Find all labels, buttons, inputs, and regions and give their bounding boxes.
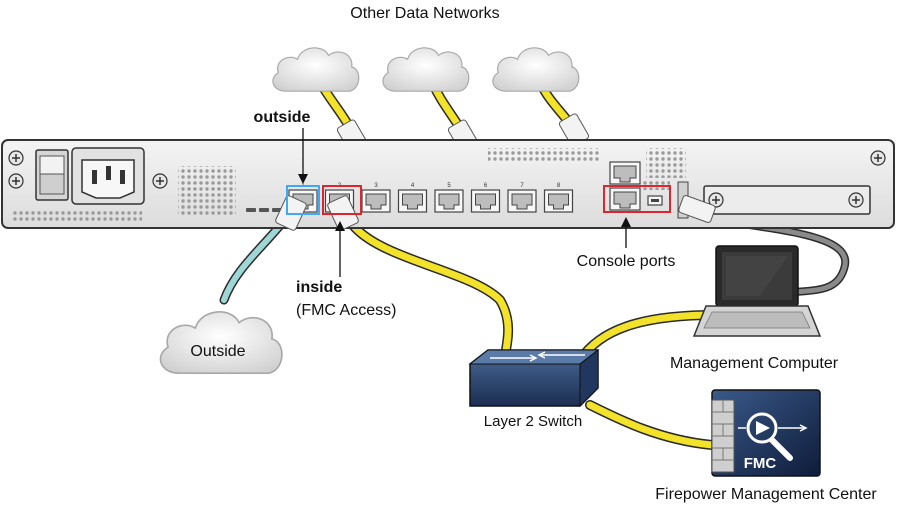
other-network-cloud-1 bbox=[272, 47, 360, 92]
inside-arrow-icon bbox=[335, 221, 345, 277]
management-computer-label: Management Computer bbox=[670, 355, 839, 372]
console-rj45-port[interactable] bbox=[609, 187, 641, 211]
port-number-label: 4 bbox=[411, 183, 415, 189]
inside-cable bbox=[347, 219, 514, 360]
console-arrow-icon bbox=[621, 217, 631, 248]
outside-arrow-icon bbox=[298, 128, 308, 184]
port-number-label: 5 bbox=[447, 183, 451, 189]
ethernet-port-4[interactable]: 4 bbox=[397, 183, 428, 213]
layer2-switch bbox=[468, 348, 600, 408]
console-connector bbox=[678, 195, 716, 223]
status-led-icon bbox=[246, 208, 282, 212]
switch-arrows-icon bbox=[490, 351, 585, 362]
other-networks-label: Other Data Networks bbox=[350, 5, 499, 22]
ethernet-port-6[interactable]: 6 bbox=[470, 183, 501, 213]
console-rj45-port[interactable] bbox=[609, 161, 641, 185]
outside-port-highlight bbox=[286, 185, 320, 215]
switch-label: Layer 2 Switch bbox=[484, 413, 582, 430]
power-switch-icon bbox=[35, 149, 69, 201]
inside-port-label: inside bbox=[296, 279, 342, 296]
port-number-label: 3 bbox=[374, 183, 378, 189]
other-network-cloud-2 bbox=[382, 47, 470, 92]
fmc-badge-label: FMC bbox=[744, 455, 777, 472]
magnifier-icon bbox=[738, 412, 808, 461]
inside-port-sublabel: (FMC Access) bbox=[296, 302, 396, 319]
fmc-appliance-icon: FMC bbox=[711, 389, 821, 477]
power-inlet-icon bbox=[71, 147, 145, 205]
switch-computer-cable bbox=[575, 310, 720, 365]
outside-cloud-label: Outside bbox=[190, 343, 245, 360]
ethernet-port-8[interactable]: 8 bbox=[543, 183, 574, 213]
outside-cable bbox=[219, 217, 288, 305]
ethernet-port-7[interactable]: 7 bbox=[507, 183, 537, 213]
vent-grille bbox=[12, 210, 142, 222]
vent-grille bbox=[178, 166, 236, 216]
vent-grille bbox=[488, 148, 600, 162]
switch-fmc-cable bbox=[585, 400, 717, 450]
console-ports-label: Console ports bbox=[577, 253, 676, 270]
port-number-label: 8 bbox=[557, 183, 561, 189]
port-number-label: 7 bbox=[520, 183, 524, 189]
expansion-slot bbox=[703, 185, 871, 215]
ethernet-port-5[interactable]: 5 bbox=[434, 183, 464, 213]
usb-console-port[interactable] bbox=[647, 195, 663, 206]
inside-port-highlight bbox=[322, 185, 362, 215]
fmc-label: Firepower Management Center bbox=[655, 486, 877, 503]
console-ports-highlight bbox=[603, 185, 671, 213]
outside-port-label: outside bbox=[254, 109, 311, 126]
other-network-cloud-3 bbox=[492, 47, 580, 92]
management-computer-icon bbox=[692, 245, 822, 337]
port-number-label: 6 bbox=[484, 183, 488, 189]
vent-grille bbox=[646, 148, 686, 178]
